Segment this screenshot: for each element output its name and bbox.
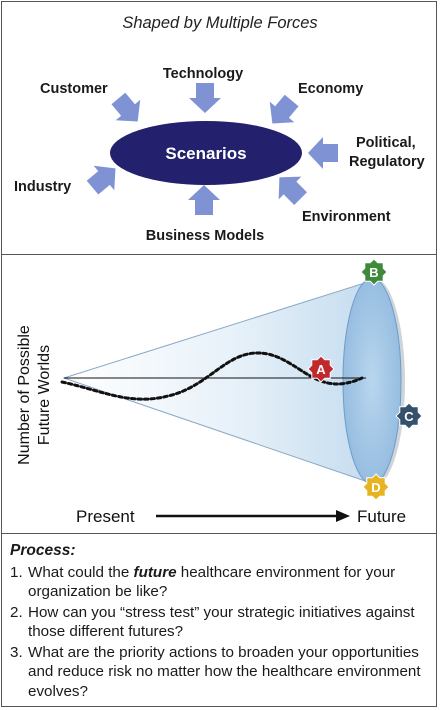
process-title: Process: — [10, 542, 76, 559]
marker-a-label: A — [316, 362, 326, 377]
business-models-arrow — [188, 185, 220, 215]
force-label-economy: Economy — [298, 81, 363, 97]
future-label: Future — [357, 507, 406, 526]
marker-a-star — [307, 355, 335, 383]
marker-b: B — [360, 258, 388, 286]
scenarios-label: Scenarios — [165, 144, 246, 163]
marker-d-label: D — [371, 480, 380, 495]
process-item: 3. What are the priority actions to broa… — [10, 643, 430, 702]
y-axis-label-line2: Future Worlds — [36, 345, 53, 445]
process-item-number: 1. — [10, 563, 23, 581]
process-section: Process: 1. What could the future health… — [10, 541, 430, 702]
process-item: 2. How can you “stress test” your strate… — [10, 603, 430, 642]
process-list: 1. What could the future healthcare envi… — [10, 563, 430, 702]
force-label-customer: Customer — [40, 81, 108, 97]
marker-c: C — [395, 402, 423, 430]
marker-c-star — [395, 402, 423, 430]
diagram-title: Shaped by Multiple Forces — [122, 14, 317, 32]
process-item-number: 3. — [10, 643, 23, 661]
process-item: 1. What could the future healthcare envi… — [10, 563, 430, 602]
scenarios-ellipse — [110, 121, 302, 185]
process-item-emphasis: future — [133, 563, 177, 581]
process-item-text-pre: What could the — [28, 563, 134, 581]
force-label-environment: Environment — [302, 209, 391, 225]
political-arrow — [308, 137, 338, 169]
process-item-text-post: healthcare environment for your organiza… — [28, 563, 396, 601]
marker-d-star — [362, 473, 390, 501]
marker-b-star — [360, 258, 388, 286]
section-divider-bottom — [1, 533, 437, 534]
force-label-industry: Industry — [14, 179, 71, 195]
process-item-text: What are the priority actions to broaden… — [28, 643, 421, 700]
time-arrow-head — [336, 510, 350, 522]
section-divider-top — [1, 254, 437, 255]
marker-b-label: B — [369, 265, 378, 280]
cone-end-ellipse — [342, 277, 402, 485]
futures-cone-diagram: A B C D Number of Possible Future Worlds… — [16, 258, 423, 526]
marker-a: A — [307, 355, 335, 383]
force-label-regulatory: Regulatory — [349, 154, 425, 170]
process-item-number: 2. — [10, 603, 23, 621]
force-label-business-models: Business Models — [146, 228, 264, 244]
force-label-political: Political, — [356, 135, 416, 151]
y-axis-label-line1: Number of Possible — [16, 325, 33, 465]
process-item-text: How can you “stress test” your strategic… — [28, 603, 415, 641]
forces-diagram: Shaped by Multiple Forces Scenarios Cust… — [14, 14, 425, 244]
marker-c-label: C — [404, 409, 414, 424]
technology-arrow — [189, 83, 221, 113]
force-label-technology: Technology — [163, 66, 243, 82]
marker-d: D — [362, 473, 390, 501]
present-label: Present — [76, 507, 135, 526]
customer-arrow — [106, 88, 150, 132]
